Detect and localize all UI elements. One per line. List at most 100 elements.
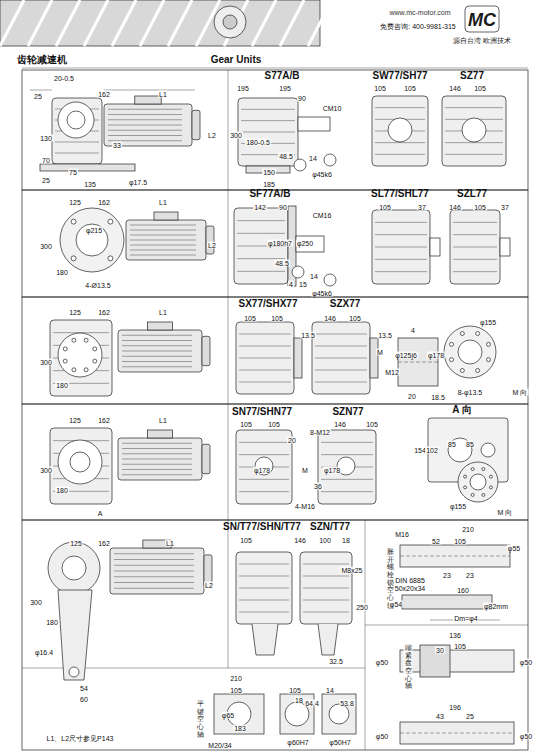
output-shaft (430, 238, 440, 256)
dimension-line (108, 125, 182, 126)
motor-body (104, 104, 192, 146)
dimension-line (303, 600, 349, 601)
dimension-line (375, 222, 427, 223)
dimension-line (365, 520, 366, 750)
motor-fan-cover (202, 444, 210, 473)
dimension-label: M8x25 (340, 567, 363, 574)
dimension-label: M 向 (497, 509, 514, 516)
shrink-disc (420, 645, 450, 677)
bolt-hole (476, 368, 480, 372)
shaft-section (324, 154, 336, 166)
dimension-line (239, 564, 289, 565)
bore-circle (67, 111, 85, 129)
dimension-label: 105 (453, 538, 467, 545)
dimension-line (239, 442, 289, 443)
dimension-line (453, 247, 497, 248)
dimension-line (239, 491, 289, 492)
dimension-label: 180-0.5 (245, 139, 271, 146)
dimension-line (365, 625, 528, 626)
dimension-line (130, 225, 196, 226)
dimension-label: L1、L2尺寸参见P143 (46, 735, 115, 742)
dimension-line (122, 443, 192, 444)
dimension-label: φ250 (296, 240, 314, 247)
dimension-label: 142 (253, 204, 267, 211)
dimension-label: www.mc-motor.com (388, 9, 451, 16)
dimension-label: 105 (243, 315, 257, 322)
dimension-label: 300 (39, 243, 53, 250)
gear-housing (300, 552, 352, 624)
dimension-line (375, 259, 427, 260)
gear-housing (372, 96, 428, 166)
motor-body (110, 548, 204, 594)
bolt-hole (464, 475, 467, 478)
dimension-label: 13.5 (300, 332, 316, 339)
dimension-label: φ50 (375, 659, 389, 666)
header-stripe (84, 0, 108, 46)
gear-housing (50, 428, 112, 504)
bolt-hole (471, 493, 474, 496)
dimension-label: SL77/SHL77 (370, 189, 430, 199)
dimension-label: 4 (410, 327, 416, 334)
dimension-label: L2 (207, 132, 217, 139)
dimension-line (108, 114, 182, 115)
flange-section (398, 338, 438, 386)
dimension-line (130, 250, 196, 251)
dimension-line (114, 588, 194, 589)
dimension-line (114, 565, 194, 566)
dimension-label: 70 (41, 157, 51, 164)
bolt-hole (93, 347, 97, 351)
dimension-label: φ178 (253, 467, 271, 474)
flange (294, 338, 302, 378)
output-shaft (298, 117, 330, 131)
dimension-label: Gear Units (210, 55, 263, 65)
dimension-label: 18 (294, 697, 304, 704)
dimension-label: 85 (465, 441, 475, 448)
dimension-label: M (376, 349, 384, 356)
bolt-hole (450, 342, 454, 346)
output-shaft (500, 238, 510, 256)
dimension-line (122, 453, 192, 454)
dimension-label: φ45k6 (311, 290, 333, 297)
dimension-line (114, 582, 194, 583)
dimension-line (315, 370, 367, 371)
dimension-line (400, 556, 510, 557)
bolt-hole (460, 332, 464, 336)
bolt (402, 595, 492, 609)
dimension-label: MC (467, 11, 497, 29)
dimension-label: φ125j6 (394, 352, 418, 359)
dimension-line (122, 474, 192, 475)
dimension-line (315, 346, 367, 347)
motor-body (118, 330, 202, 372)
hollow-shaft (400, 650, 514, 672)
dimension-label: 25 (465, 713, 475, 720)
bolt-hole (84, 368, 88, 372)
hollow-shaft (322, 694, 356, 734)
dimension-line (375, 107, 425, 108)
dimension-label: 105 (288, 687, 302, 694)
dimension-label: 64.4 (304, 700, 320, 707)
dimension-label: φ155 (449, 503, 467, 510)
gear-housing (318, 430, 376, 504)
dimension-label: 20 (407, 393, 417, 400)
dimension-label: 75 (68, 169, 78, 176)
dimension-label: SZ77 (459, 71, 485, 81)
dimension-label: 300 (39, 359, 53, 366)
dimension-label: 85 (447, 441, 457, 448)
dimension-label: 146 (323, 315, 337, 322)
dimension-line (315, 334, 367, 335)
dimension-label: S77A/B (263, 71, 300, 81)
gear-housing (312, 322, 370, 394)
dimension-label: 250 (355, 604, 369, 611)
dimension-label: 15 (298, 281, 308, 288)
dimension-label: 162 (97, 199, 111, 206)
gear-housing (48, 542, 100, 594)
dimension-line (241, 109, 295, 110)
bolt-hole (93, 359, 97, 363)
torque-arm (252, 624, 278, 655)
dimension-label: 180 (55, 487, 69, 494)
motor-fan-cover (202, 336, 210, 365)
bolt-hole (482, 468, 485, 471)
dimension-label: 105 (239, 421, 253, 428)
dimension-label: 183 (233, 725, 247, 732)
dimension-label: L1 (158, 199, 168, 206)
